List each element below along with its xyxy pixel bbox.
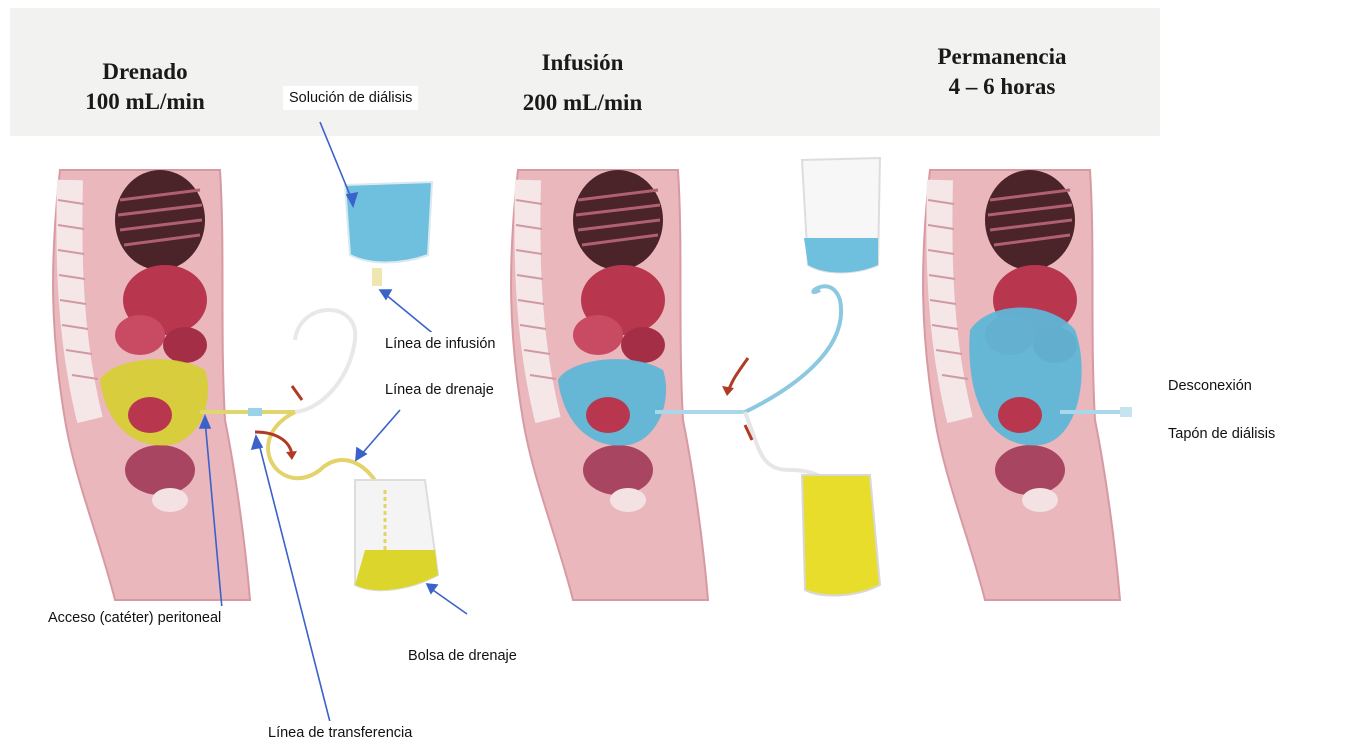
label-infusion-line: Línea de infusión xyxy=(379,332,501,356)
heading-dwell: Permanencia 4 – 6 horas xyxy=(912,42,1092,102)
heading-infusion-title: Infusión xyxy=(500,48,665,78)
torso-infusion xyxy=(511,170,708,600)
label-drain-bag: Bolsa de drenaje xyxy=(402,644,523,668)
torso-dwell xyxy=(923,170,1120,600)
label-dialysis-solution: Solución de diálisis xyxy=(283,86,418,110)
heading-dwell-duration: 4 – 6 horas xyxy=(912,72,1092,102)
heading-infusion: Infusión 200 mL/min xyxy=(500,48,665,118)
torso-drain xyxy=(53,170,250,600)
label-disconnection: Desconexión xyxy=(1162,374,1258,398)
label-peritoneal-catheter: Acceso (catéter) peritoneal xyxy=(42,606,227,630)
heading-dwell-title: Permanencia xyxy=(912,42,1092,72)
label-dialysis-cap: Tapón de diálisis xyxy=(1162,422,1281,446)
heading-drain-title: Drenado xyxy=(70,57,220,87)
label-transfer-line: Línea de transferencia xyxy=(262,721,418,745)
heading-infusion-rate: 200 mL/min xyxy=(500,88,665,118)
heading-drain-rate: 100 mL/min xyxy=(70,87,220,117)
label-drain-line: Línea de drenaje xyxy=(379,378,500,402)
heading-drain: Drenado 100 mL/min xyxy=(70,57,220,117)
